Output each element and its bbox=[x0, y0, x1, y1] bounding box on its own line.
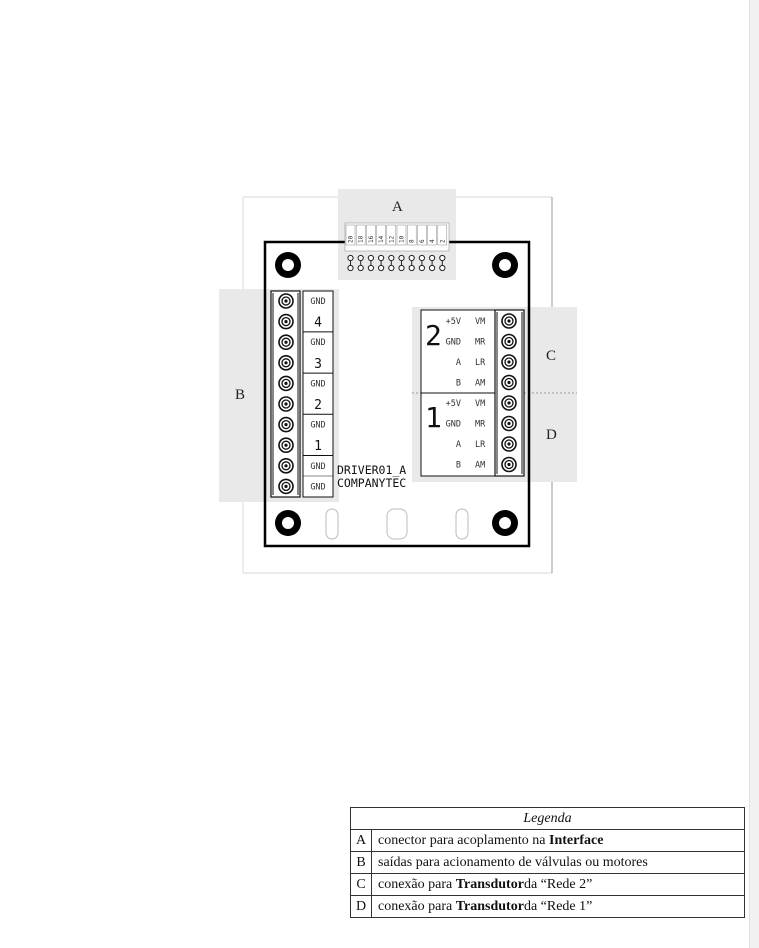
legend-key: C bbox=[350, 873, 372, 896]
header-pin-icon bbox=[378, 254, 385, 262]
legend-table: Legenda A conector para acoplamento na I… bbox=[350, 807, 745, 918]
header-pin-number: 20 bbox=[348, 235, 355, 243]
terminal-label: AM bbox=[475, 461, 485, 471]
terminal-label: VM bbox=[475, 317, 485, 327]
header-pin-number: 14 bbox=[378, 235, 385, 243]
header-pin-icon bbox=[418, 254, 425, 262]
header-pin-number: 4 bbox=[429, 239, 436, 243]
header-pin-icon bbox=[347, 254, 354, 262]
mounting-holes bbox=[275, 252, 518, 536]
header-pin-number: 8 bbox=[409, 239, 416, 243]
legend-title: Legenda bbox=[350, 807, 745, 830]
header-pin-number: 2 bbox=[439, 239, 446, 243]
header-pin-icon bbox=[418, 264, 425, 272]
board-name: DRIVER01_A bbox=[337, 463, 406, 477]
header-pin-cell bbox=[366, 224, 376, 246]
output-number: 3 bbox=[314, 357, 322, 372]
legend-row: C conexão para Transdutorda “Rede 2” bbox=[350, 873, 745, 896]
terminal-label: GND bbox=[310, 421, 325, 431]
terminal-label: MR bbox=[475, 338, 486, 348]
terminal-label: AM bbox=[475, 379, 485, 389]
terminal-label: GND bbox=[310, 462, 325, 472]
board-slots bbox=[325, 508, 469, 540]
header-pin-icon bbox=[357, 264, 364, 272]
header-pin-icon bbox=[439, 264, 446, 272]
header-pin-icon bbox=[408, 264, 415, 272]
header-pin-icon bbox=[357, 254, 364, 262]
terminal-label: LR bbox=[475, 440, 486, 450]
legend-text: conexão para Transdutorda “Rede 2” bbox=[371, 873, 745, 896]
legend-key: B bbox=[350, 851, 372, 874]
output-number: 1 bbox=[314, 439, 322, 454]
header-pin-number: 10 bbox=[399, 235, 406, 243]
legend-row: D conexão para Transdutorda “Rede 1” bbox=[350, 895, 745, 918]
terminal-label: +5V bbox=[446, 399, 461, 409]
legend-text: conector para acoplamento na Interface bbox=[371, 829, 745, 852]
terminal-label: +5V bbox=[446, 317, 461, 327]
header-pin-icon bbox=[378, 264, 385, 272]
header-pin-cell bbox=[417, 224, 427, 246]
terminal-label: GND bbox=[446, 338, 461, 348]
terminal-label: GND bbox=[446, 420, 461, 430]
header-pin-number: 12 bbox=[388, 235, 395, 243]
header-pin-icon bbox=[408, 254, 415, 262]
header-pin-icon bbox=[367, 254, 374, 262]
header-pin-cell bbox=[386, 224, 397, 246]
block-2-number: 2 bbox=[425, 319, 442, 352]
output-number: 2 bbox=[314, 398, 322, 413]
board-company: COMPANYTEC bbox=[337, 476, 406, 490]
header-pin-icon bbox=[398, 264, 405, 272]
header-pin-cell bbox=[376, 224, 386, 246]
callout-b: B bbox=[235, 387, 245, 403]
header-pin-number: 16 bbox=[368, 235, 375, 243]
header-pin-icon bbox=[429, 254, 436, 262]
legend-row: B saídas para acionamento de válvulas ou… bbox=[350, 851, 745, 874]
header-pin-icon bbox=[388, 254, 395, 262]
header-pin-cell bbox=[406, 224, 417, 246]
legend-text: conexão para Transdutorda “Rede 1” bbox=[371, 895, 745, 918]
terminal-label: A bbox=[456, 440, 461, 450]
terminal-label: GND bbox=[310, 379, 325, 389]
scrollbar[interactable] bbox=[749, 0, 759, 948]
header-pin-cell bbox=[427, 224, 437, 246]
block-1-number: 1 bbox=[425, 401, 442, 434]
header-pin-icon bbox=[429, 264, 436, 272]
terminal-label: VM bbox=[475, 399, 485, 409]
header-pin-icon bbox=[367, 264, 374, 272]
header-pin-icon bbox=[398, 254, 405, 262]
terminal-label: GND bbox=[310, 297, 325, 307]
header-pin-cell bbox=[396, 224, 407, 246]
header-pin-icon bbox=[347, 264, 354, 272]
legend-title-row: Legenda bbox=[350, 807, 745, 830]
legend-row: A conector para acoplamento na Interface bbox=[350, 829, 745, 852]
callout-c: C bbox=[546, 348, 556, 364]
terminal-label: LR bbox=[475, 358, 486, 368]
header-pin-cell bbox=[355, 224, 366, 246]
right-connector-cd: 2 1 +5V VM GND MR A LR B AM +5V VM GND MR A LR B AM bbox=[420, 309, 525, 477]
header-pin-number: 6 bbox=[419, 239, 426, 243]
header-pin-cell bbox=[437, 224, 448, 246]
callout-a: A bbox=[392, 199, 403, 215]
header-pin-cell bbox=[345, 224, 356, 246]
terminal-label: A bbox=[456, 358, 461, 368]
header-pin-icon bbox=[439, 254, 446, 262]
legend-key: A bbox=[350, 829, 372, 852]
header-pin-number: 18 bbox=[358, 235, 365, 243]
legend-text: saídas para acionamento de válvulas ou m… bbox=[371, 851, 745, 874]
terminal-label: MR bbox=[475, 420, 486, 430]
legend-key: D bbox=[350, 895, 372, 918]
header-pin-icon bbox=[388, 264, 395, 272]
output-number: 4 bbox=[314, 316, 322, 331]
terminal-label: B bbox=[456, 379, 461, 389]
callout-d: D bbox=[546, 427, 557, 443]
terminal-label: GND bbox=[310, 338, 325, 348]
terminal-label: B bbox=[456, 461, 461, 471]
terminal-label: GND bbox=[310, 482, 325, 492]
